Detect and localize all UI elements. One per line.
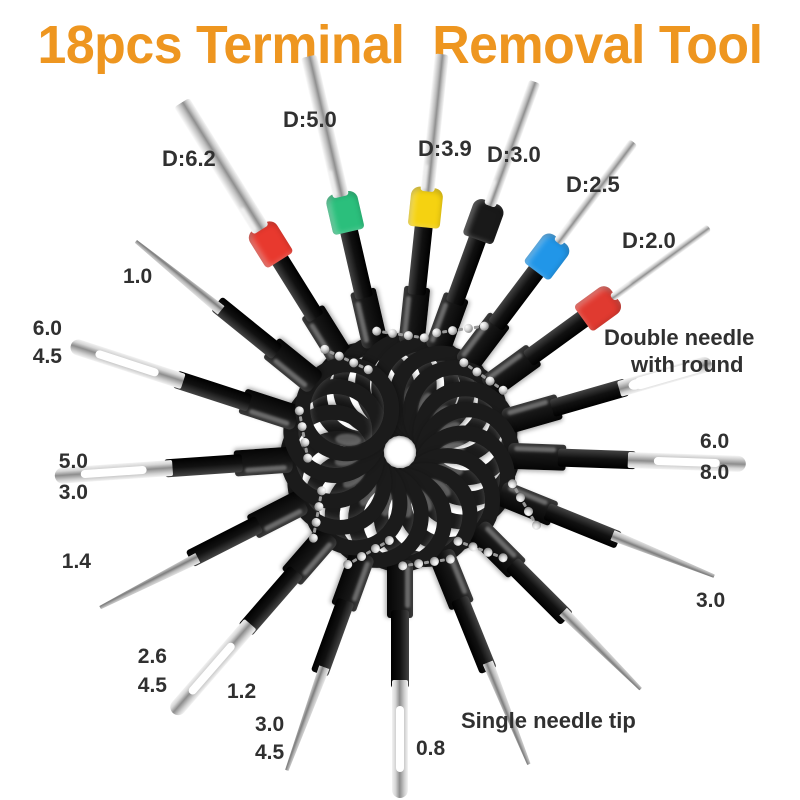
chain-bead bbox=[296, 421, 308, 432]
chain-joint bbox=[304, 447, 309, 453]
size-label: 3.0 bbox=[696, 589, 726, 612]
chain-joint bbox=[301, 431, 306, 438]
chain-joint bbox=[397, 332, 404, 337]
chain-joint bbox=[407, 562, 414, 567]
tool-ferrule bbox=[324, 189, 365, 236]
diameter-label: D:2.0 bbox=[622, 228, 676, 253]
chain-bead bbox=[413, 558, 424, 569]
page-title: 18pcs Terminal Removal Tool bbox=[37, 15, 763, 75]
tool-fork-slot bbox=[396, 706, 404, 772]
tool-metal-blade bbox=[610, 530, 716, 581]
diameter-label: D:6.2 bbox=[162, 146, 216, 171]
chain-joint bbox=[441, 329, 448, 334]
chain-bead bbox=[482, 546, 494, 559]
chain-bead bbox=[445, 554, 456, 565]
size-label: 6.0 bbox=[700, 430, 730, 453]
chain-joint bbox=[312, 527, 317, 533]
tool-metal-blade bbox=[559, 608, 645, 694]
chain-joint bbox=[462, 541, 469, 547]
tool-ferrule bbox=[407, 185, 444, 229]
tool-stem bbox=[407, 216, 434, 296]
tool-needle-tip bbox=[97, 553, 200, 613]
size-label: 4.5 bbox=[255, 741, 285, 764]
size-label: 3.0 bbox=[58, 481, 88, 504]
diameter-label: D:5.0 bbox=[283, 107, 337, 132]
chain-joint bbox=[315, 511, 320, 518]
chain-joint bbox=[492, 552, 499, 558]
tool-stem bbox=[391, 610, 409, 688]
size-label: 0.8 bbox=[416, 737, 446, 760]
tool-steel-tube bbox=[420, 53, 449, 193]
chain-joint bbox=[473, 325, 480, 330]
diameter-label: D:3.9 bbox=[418, 136, 472, 161]
size-label: 4.5 bbox=[32, 345, 62, 368]
chain-bead bbox=[431, 327, 442, 338]
tool-fork-tip bbox=[68, 337, 186, 390]
chain-bead bbox=[308, 532, 319, 544]
tool-stem bbox=[543, 502, 623, 549]
tool-stem bbox=[557, 448, 637, 470]
chain-joint bbox=[298, 416, 303, 422]
diameter-label: D:3.0 bbox=[487, 142, 541, 167]
size-label: 8.0 bbox=[700, 461, 730, 484]
chain-bead bbox=[371, 326, 382, 337]
chain-joint bbox=[413, 334, 420, 339]
chain-bead bbox=[447, 325, 458, 336]
chain-bead bbox=[310, 517, 322, 528]
tool-metal-blade bbox=[282, 665, 330, 772]
tool-needle-tip bbox=[282, 665, 330, 772]
tool-fork-tip bbox=[392, 680, 408, 798]
size-label: 1.0 bbox=[123, 265, 153, 288]
size-label: 2.6 bbox=[137, 645, 167, 668]
annotation-label: with round bbox=[631, 352, 744, 377]
chain-joint bbox=[381, 330, 388, 335]
size-label: 3.0 bbox=[255, 713, 285, 736]
tool-stem bbox=[310, 597, 355, 677]
tool-stem bbox=[163, 454, 244, 478]
annotation-label: Double needle bbox=[604, 325, 755, 350]
tool-neck bbox=[233, 446, 294, 477]
chain-joint bbox=[365, 549, 372, 556]
chain-joint bbox=[379, 541, 386, 548]
size-label: 5.0 bbox=[58, 450, 88, 473]
annotation-label: Single needle tip bbox=[461, 708, 636, 733]
size-label: 6.0 bbox=[32, 317, 62, 340]
chain-bead bbox=[463, 323, 474, 334]
chain-bead bbox=[302, 452, 313, 464]
size-label: 4.5 bbox=[137, 674, 167, 697]
chain-bead bbox=[403, 330, 414, 341]
chain-bead bbox=[387, 328, 398, 339]
chain-bead bbox=[397, 560, 408, 571]
tool-metal-blade bbox=[97, 553, 200, 613]
chain-bead bbox=[294, 405, 305, 417]
chain-joint bbox=[457, 327, 464, 332]
diameter-label: D:2.5 bbox=[566, 172, 620, 197]
chain-bead bbox=[467, 540, 479, 553]
tool-needle-tip bbox=[610, 530, 716, 581]
size-label: 1.2 bbox=[227, 680, 257, 703]
chain-joint bbox=[351, 557, 358, 564]
chain-bead bbox=[313, 501, 325, 512]
chain-joint bbox=[439, 558, 446, 563]
chain-joint bbox=[477, 547, 484, 552]
chain-bead bbox=[316, 485, 327, 497]
chain-joint bbox=[423, 560, 430, 565]
chain-bead bbox=[479, 321, 490, 332]
size-label: 1.4 bbox=[61, 550, 91, 573]
chain-bead bbox=[419, 332, 430, 343]
tool-needle-tip bbox=[559, 608, 645, 694]
chain-joint bbox=[318, 496, 323, 502]
chain-bead bbox=[429, 556, 440, 567]
chain-bead bbox=[299, 437, 311, 448]
